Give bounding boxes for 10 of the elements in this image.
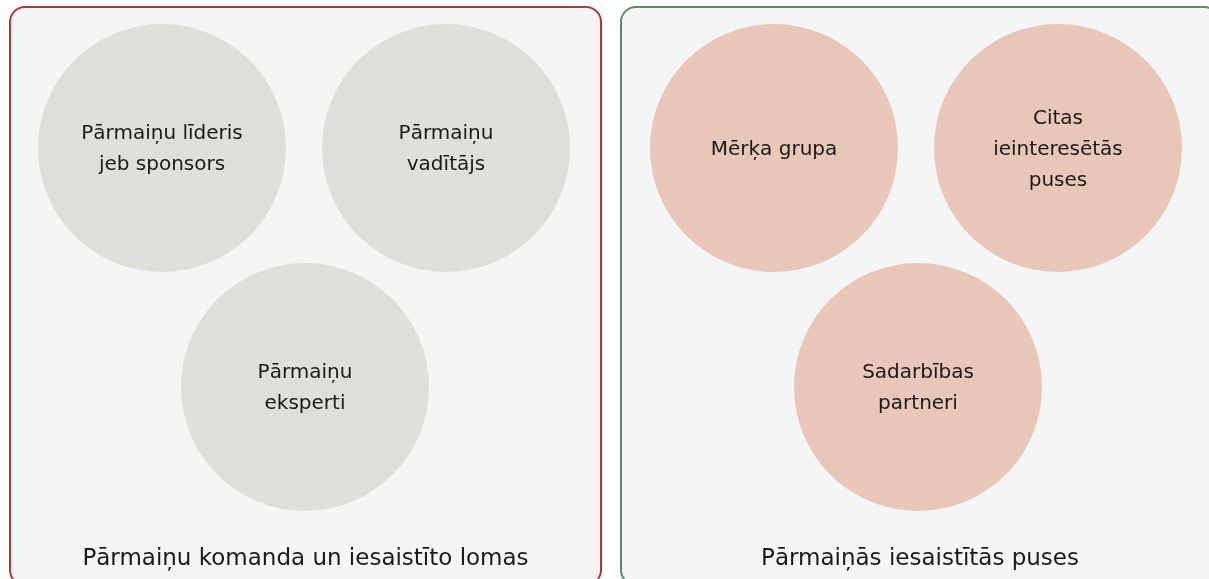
circle-label: Citas ieinteresētās puses xyxy=(992,103,1124,193)
circle-label: Sadarbības partneri xyxy=(861,358,975,416)
panel-title: Pārmaiņu komanda un iesaistīto lomas xyxy=(81,544,530,570)
circle-label: Pārmaiņu eksperti xyxy=(256,358,354,416)
circle-label: Mērķa grupa xyxy=(709,134,839,162)
circle-label: Pārmaiņu vadītājs xyxy=(397,119,495,177)
group-panel xyxy=(9,6,602,579)
panel-title: Pārmaiņās iesaistītās puses xyxy=(760,544,1080,570)
group-panel xyxy=(620,6,1209,579)
circle-label: Pārmaiņu līderis jeb sponsors xyxy=(80,119,244,177)
